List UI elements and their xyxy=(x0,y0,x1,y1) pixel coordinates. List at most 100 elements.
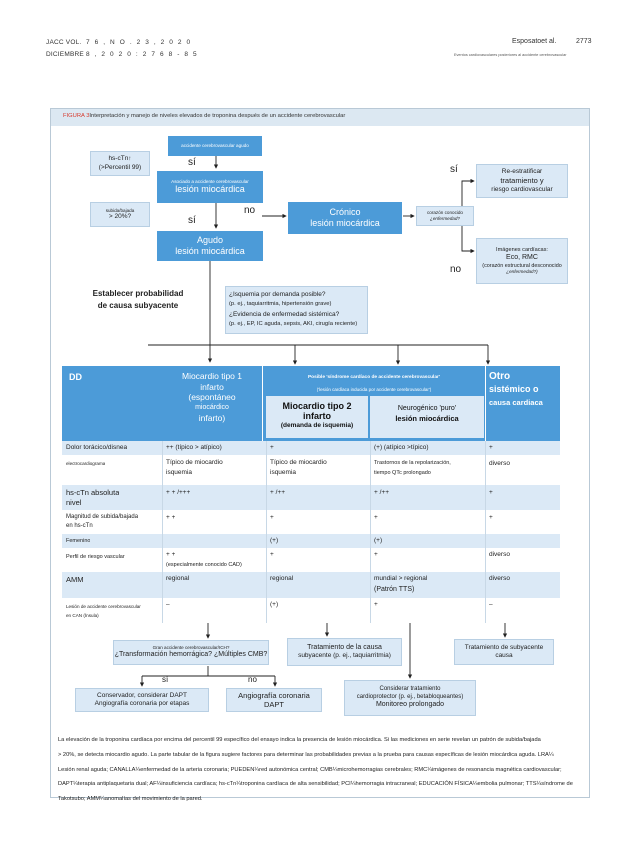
type1-line5: infarto) xyxy=(198,413,226,423)
row-4-label: Magnitud de subida/bajada xyxy=(66,514,139,520)
row-6-other: diverso xyxy=(489,551,510,558)
figure-title: Interpretación y manejo de niveles eleva… xyxy=(89,113,346,119)
yes-label-3: sí xyxy=(450,164,458,175)
rise-fall-small: subida/bajada xyxy=(105,207,135,213)
row-5-type2: (+) xyxy=(270,537,279,544)
row-8-label: Lesión de accidente cerebrovascular xyxy=(66,604,141,609)
row-7-other: diverso xyxy=(489,575,510,582)
row-2-neurogenicb: tiempo QTc prolongado xyxy=(374,470,431,476)
acute-stroke-box: accidente cerebrovascular agudo xyxy=(168,136,262,156)
restratify-line2: tratamiento y xyxy=(500,176,544,186)
cardioprotective-line2: cardioprotector (p. ej., betabloqueantes… xyxy=(356,693,464,700)
myocardial-injury-small: Asociado a accidente cerebrovascular xyxy=(171,178,249,184)
col-divider-1 xyxy=(162,441,163,623)
chronic-line1: Crónico xyxy=(329,206,361,217)
row-4-type2: + xyxy=(270,514,274,521)
type1-line1: Miocardio tipo 1 xyxy=(181,371,242,381)
journal-month: DICIEMBRE xyxy=(46,51,84,58)
type1-line4: miocárdico xyxy=(195,403,229,411)
figure-label: FIGURA 3 xyxy=(63,113,90,119)
row-2-label: electrocardiograma xyxy=(66,461,106,466)
rise-fall-large: > 20%? xyxy=(108,213,132,221)
yes-label-1: sí xyxy=(188,157,196,168)
other-line1: Otro xyxy=(489,371,511,382)
figure-caption-bar xyxy=(51,109,589,126)
heart-disease-line2: ¿enfermedad? xyxy=(430,216,460,221)
col-divider-3 xyxy=(370,441,371,623)
heart-disease-line1: corazón conocido xyxy=(426,210,463,216)
footnote-line3: Lesión renal aguda; CANALLA¼enfermedad d… xyxy=(58,766,562,773)
myocardial-injury-box: Asociado a accidente cerebrovascular les… xyxy=(157,171,263,203)
row-6-neurogenic: + xyxy=(374,551,378,558)
hemorrhage-small: Gran accidente cerebrovascular/ICH? xyxy=(152,645,230,651)
row-3-type2: + /++ xyxy=(270,489,285,496)
authors: Esposatoet al. xyxy=(512,38,557,45)
row-3-type1: + + /+++ xyxy=(166,489,191,496)
hemorrhage-large: ¿Transformación hemorrágica? ¿Múltiples … xyxy=(114,650,268,658)
row-1-label: Dolor torácico/disnea xyxy=(66,444,128,451)
type1-line2: infarto xyxy=(200,381,224,392)
running-title: Eventos cardiovasculares posteriores al … xyxy=(454,53,567,57)
row-1-other: + xyxy=(489,444,493,451)
dd-header: DD xyxy=(69,372,82,382)
hs-ctn-line2: (>Percentil 99) xyxy=(98,163,142,171)
other-line2: sistémico o xyxy=(489,384,539,394)
treat-underlying-line1: Tratamiento de la causa xyxy=(307,643,382,651)
figure-footnote: La elevación de la troponina cardíaca po… xyxy=(58,733,578,807)
col-divider-2 xyxy=(266,441,267,623)
establish-line1: Establecer probabilidad xyxy=(92,289,184,298)
chronic-injury-box: Crónico lesión miocárdica xyxy=(288,202,402,234)
question-2-detail: (p. ej., EP, IC aguda, sepsis, AKI, ciru… xyxy=(229,320,358,327)
row-8-type2: (+) xyxy=(270,601,279,608)
row-7-neurogenicb: (Patrón TTS) xyxy=(374,586,415,593)
question-1-detail: (p. ej., taquiarritmia, hipertensión gra… xyxy=(229,300,332,307)
treat-underlying-line2: subyacente (p. ej., taquiarritmia) xyxy=(298,652,391,660)
imaging-line4: ¿enfermedad?) xyxy=(506,269,538,275)
question-1: ¿Isquemia por demanda posible? xyxy=(229,291,326,298)
restratify-box: Re-estratificar tratamiento y riesgo car… xyxy=(476,164,568,198)
header-divider-1 xyxy=(262,366,263,441)
row-1-type1: ++ (típico > atípico) xyxy=(166,444,222,451)
row-7-type1: regional xyxy=(166,575,190,582)
row-8-labelb: en CAN (Ínsula) xyxy=(66,613,99,618)
table-row xyxy=(62,598,560,623)
syndrome-subtitle: ('lesión cardíaca inducida por accidente… xyxy=(316,387,432,392)
page-number: 2773 xyxy=(576,38,592,45)
restratify-line3: riesgo cardiovascular xyxy=(491,185,553,193)
table-row xyxy=(62,534,560,548)
establish-line2: de causa subyacente xyxy=(97,301,179,310)
row-6-type1b: (especialmente conocido CAD) xyxy=(166,562,242,568)
syndrome-title: Posible 'síndrome cardíaco de accidente … xyxy=(307,375,441,380)
type2-line2: infarto xyxy=(303,411,331,421)
no-label-bottom: no xyxy=(248,675,257,684)
row-8-neurogenic: + xyxy=(374,601,378,608)
acute-line1: Agudo xyxy=(196,234,224,245)
row-7-label: AMM xyxy=(66,575,84,584)
row-2-type2b: isquemia xyxy=(270,469,297,476)
figure-caption: FIGURA 3Interpretación y manejo de nivel… xyxy=(63,113,345,119)
treat-other-line2: causa xyxy=(495,652,513,659)
neurogenic-header: Neurogénico 'puro' lesión miocárdica xyxy=(370,396,484,438)
no-label-2: no xyxy=(450,264,462,275)
row-4-neurogenic: + xyxy=(374,514,378,521)
yes-label-bottom: sí xyxy=(162,675,169,684)
col-divider-4 xyxy=(485,441,486,623)
footnote-line2: > 20%, se detecta miocardio agudo. La pa… xyxy=(58,751,554,758)
hs-ctn-box: hs-cTn↑ (>Percentil 99) xyxy=(90,151,150,176)
establish-probability-text: Establecer probabilidad de causa subyace… xyxy=(88,288,188,312)
row-4-labelb: en hs-cTn xyxy=(66,523,93,529)
restratify-line1: Re-estratificar xyxy=(501,168,543,176)
type2-line1: Miocardio tipo 2 xyxy=(282,401,352,411)
chronic-line2: lesión miocárdica xyxy=(310,218,380,228)
row-4-type1: + + xyxy=(166,514,176,521)
question-2: ¿Evidencia de enfermedad sistémica? xyxy=(229,311,340,318)
acute-line2: lesión miocárdica xyxy=(175,246,245,256)
row-6-type2: + xyxy=(270,551,274,558)
table-row xyxy=(62,572,560,598)
hemorrhage-box: Gran accidente cerebrovascular/ICH? ¿Tra… xyxy=(113,640,269,665)
treat-other-line1: Tratamiento de subyacente xyxy=(464,643,544,651)
angiography-line1: Angiografía coronaria xyxy=(238,690,310,700)
cardioprotective-box: Considerar tratamiento cardioprotector (… xyxy=(344,680,476,716)
type1-header: Miocardio tipo 1 infarto (espontáneo mio… xyxy=(162,371,262,424)
hs-ctn-line1: hs-cTn↑ xyxy=(108,155,132,163)
